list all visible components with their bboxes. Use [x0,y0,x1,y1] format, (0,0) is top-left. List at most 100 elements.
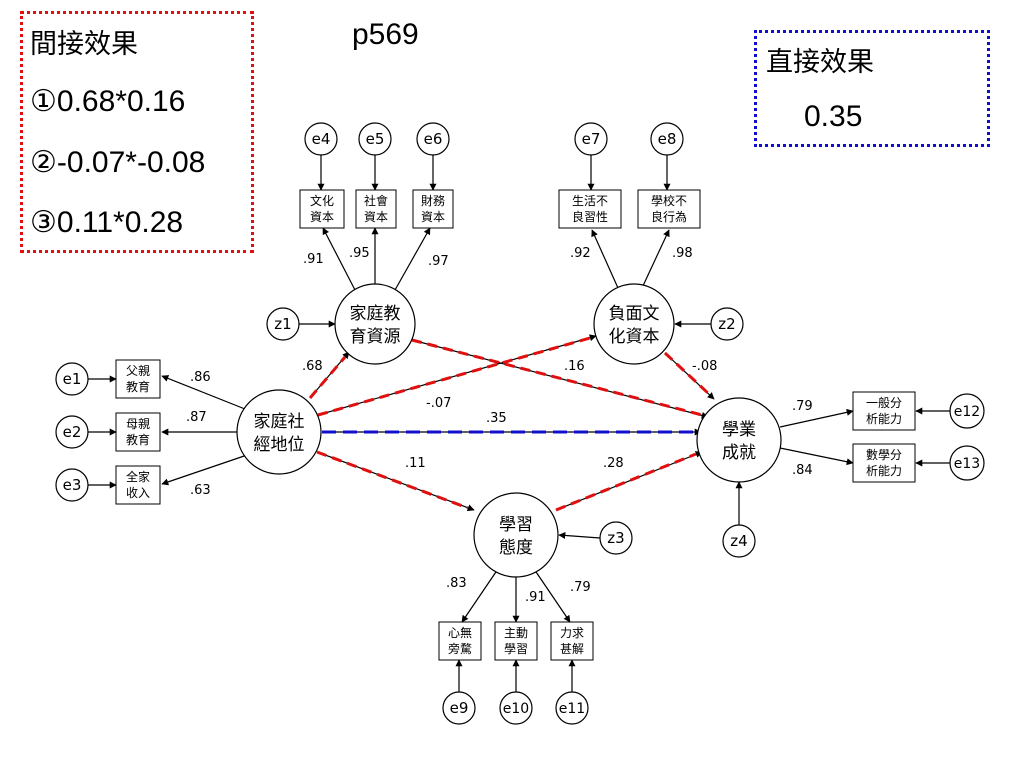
indicator-culture-label-2: 資本 [310,210,334,224]
error-e13-label: e13 [954,456,980,472]
disturbance-z4-label: z4 [730,532,747,550]
indicator-culture [299,189,345,229]
path-ach-math [779,447,854,466]
indicator-math-label-2: 析能力 [866,464,902,478]
error-e11-label: e11 [559,701,585,717]
path-edu-ach-highlight [411,338,703,417]
error-e2 [55,415,89,449]
error-e3-label: e3 [63,476,82,494]
coef-culture: .91 [303,252,324,267]
error-e5-label: e5 [366,130,385,148]
coef-understand: .79 [570,580,591,595]
latent-att-label-2: 態度 [499,538,533,558]
error-e12-label: e12 [954,404,980,420]
error-e13 [949,445,985,481]
indirect-effect-item-2: ②-0.07*-0.08 [30,146,206,179]
latent-att [473,492,559,578]
error-e10-label: e10 [503,701,529,717]
indicator-active [494,621,538,661]
indicator-life [558,189,622,229]
coef-father: .86 [190,370,211,385]
latent-ach-label-1: 學業 [722,420,756,440]
indicator-general-label-2: 析能力 [866,412,902,426]
path-att-ach-highlight [555,452,697,512]
coef-general: .79 [792,399,813,414]
error-e9 [442,691,476,725]
coef-edu-ach: .16 [564,359,585,374]
coef-att-ach: .28 [603,456,624,471]
coef-ses-edu: .68 [302,359,323,374]
indicator-focus-label-2: 旁騖 [448,641,472,656]
latent-att-label-1: 學習 [499,515,533,535]
coef-neg-ach: -.08 [692,359,717,374]
latent-ses-label-2: 經地位 [254,435,305,455]
indicator-math [852,443,916,483]
error-e6-label: e6 [424,130,443,148]
error-e11 [555,691,589,725]
path-edu-culture [322,227,356,291]
path-edu-finance [394,227,431,291]
disturbance-z1 [266,307,300,341]
indicator-life-label-1: 生活不 [572,194,608,208]
coef-school: .98 [672,246,693,261]
indicator-social-label-1: 社會 [364,193,388,208]
indicator-social-label-2: 資本 [364,210,388,224]
path-ses-income [161,453,251,486]
direct-effect-box [754,30,990,147]
indicator-general [852,391,916,431]
path-neg-ach-highlight [663,351,711,396]
coef-income: .63 [190,483,211,498]
coef-life: .92 [570,246,591,261]
latent-ses-label-1: 家庭社 [254,412,305,432]
error-e8-label: e8 [658,130,677,148]
indicator-general-label-1: 一般分 [866,395,902,410]
indirect-effect-item-3: ③0.11*0.28 [30,206,184,239]
error-e10 [499,691,533,725]
indicator-income [115,465,161,505]
path-att-understand [531,565,571,623]
error-e12 [949,393,985,429]
path-neg-school [641,229,670,289]
indicator-social [355,189,397,229]
path-ses-edu-highlight [308,356,347,399]
coef-ses-ach: .35 [486,411,507,426]
latent-ach [696,397,782,483]
indicator-income-label-1: 全家 [126,469,150,484]
path-neg-life [591,229,619,289]
indicator-mother [115,412,161,452]
latent-neg [593,283,675,365]
latent-neg-label-1: 負面文 [609,304,660,324]
latent-edu-label-1: 家庭教 [350,304,401,324]
coef-finance: .97 [428,254,449,269]
indicator-school-label-2: 良行為 [651,209,687,224]
error-e9-label: e9 [450,699,469,717]
disturbance-z1-label: z1 [274,315,291,333]
indicator-mother-label-1: 母親 [126,417,150,431]
indicator-father-label-1: 父親 [126,364,150,378]
error-e1-label: e1 [63,370,82,388]
indicator-culture-label-1: 文化 [310,193,334,208]
latent-ach-label-2: 成就 [722,443,756,463]
error-e8 [650,122,684,156]
path-att-focus [461,565,501,623]
indicator-income-label-2: 收入 [126,486,150,500]
error-e6 [416,122,450,156]
path-ses-att-highlight [316,450,469,510]
latent-neg-label-2: 化資本 [609,327,660,347]
disturbance-z2-label: z2 [718,315,735,333]
disturbance-z4 [722,524,756,558]
error-e2-label: e2 [63,423,82,441]
coef-math: .84 [792,463,813,478]
indicator-active-label-2: 學習 [504,642,528,656]
indicator-math-label-1: 數學分 [866,448,902,462]
structural-paths [308,334,715,512]
indirect-effect-item-1: ①0.68*0.16 [30,85,186,118]
coef-social: .95 [349,246,370,261]
latent-edu-label-2: 育資源 [350,327,401,347]
coef-active: .91 [525,590,546,605]
indirect-effect-title: 間接效果 [30,29,138,60]
error-e5 [358,122,392,156]
coef-ses-att: .11 [405,456,426,471]
indicator-understand [550,621,594,661]
